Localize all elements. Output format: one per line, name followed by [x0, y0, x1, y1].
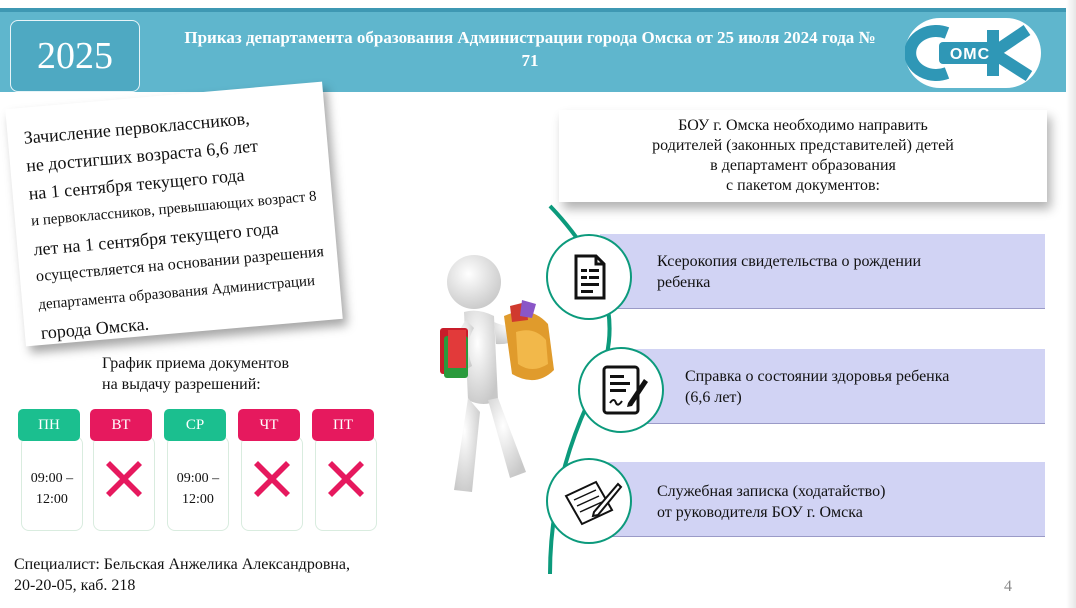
closed-cross-icon — [328, 461, 364, 497]
schedule-title: График приема документов на выдачу разре… — [102, 353, 342, 395]
instructions-line: родителей (законных представителей) дете… — [652, 137, 954, 154]
document-item-line: Служебная записка (ходатайство) — [657, 483, 886, 500]
reception-time: 09:00 – 12:00 — [30, 471, 74, 507]
header-banner: 2025 Приказ департамента образования Адм… — [0, 8, 1066, 92]
specialist-line: 20-20-05, каб. 218 — [14, 577, 136, 594]
day-card: 09:00 – 12:00 — [21, 436, 83, 531]
day-label: ЧТ — [238, 409, 300, 441]
pen-paper-icon-circle — [546, 458, 632, 544]
omsk-logo: OMC — [904, 18, 1041, 88]
signed-document-icon-circle — [578, 347, 664, 433]
page-title: Приказ департамента образования Админист… — [184, 28, 876, 70]
year-box: 2025 — [10, 20, 140, 92]
document-item-petition: Служебная записка (ходатайство) от руков… — [600, 462, 1045, 537]
specialist-line: Специалист: Бельская Анжелика Александро… — [14, 556, 351, 573]
day-label: ВТ — [90, 409, 152, 441]
day-card — [241, 436, 303, 531]
instructions-line: БОУ г. Омска необходимо направить — [678, 117, 928, 134]
instructions-line: в департамент образования — [710, 157, 896, 174]
document-item-text: Справка о состоянии здоровья ребенка (6,… — [685, 366, 949, 408]
student-figure-illustration — [440, 255, 554, 492]
year-label: 2025 — [37, 35, 113, 77]
day-tuesday: ВТ — [88, 409, 155, 532]
day-thursday: ЧТ — [236, 409, 303, 532]
document-item-line: Ксерокопия свидетельства о рождении — [657, 253, 922, 270]
document-item-line: (6,6 лет) — [685, 389, 742, 406]
slide-number: 4 — [1004, 578, 1012, 595]
document-icon-circle — [546, 234, 632, 320]
document-item-health-certificate: Справка о состоянии здоровья ребенка (6,… — [630, 349, 1045, 424]
day-label: ПТ — [312, 409, 374, 441]
day-card — [93, 436, 155, 531]
document-item-line: Справка о состоянии здоровья ребенка — [685, 368, 950, 385]
signed-document-icon — [602, 365, 648, 415]
day-card — [315, 436, 377, 531]
closed-cross-icon — [106, 461, 142, 497]
day-label: ПН — [18, 409, 80, 441]
page-edge-shadow — [1066, 0, 1076, 608]
document-item-text: Ксерокопия свидетельства о рождении ребе… — [657, 251, 921, 293]
document-item-line: ребенка — [657, 274, 711, 291]
instructions-line: с пакетом документов: — [726, 177, 880, 194]
document-item-birth-certificate: Ксерокопия свидетельства о рождении ребе… — [600, 234, 1045, 309]
pen-paper-icon — [564, 480, 623, 526]
day-monday: 09:00 – 12:00 ПН — [16, 409, 83, 532]
svg-text:OMC: OMC — [950, 46, 990, 63]
document-item-line: от руководителя БОУ г. Омска — [657, 504, 863, 521]
schedule-title-line: на выдачу разрешений: — [102, 376, 261, 393]
document-item-text: Служебная записка (ходатайство) от руков… — [657, 481, 885, 523]
instructions-note-text: БОУ г. Омска необходимо направить родите… — [559, 116, 1047, 196]
day-label: СР — [164, 409, 226, 441]
specialist-contact: Специалист: Бельская Анжелика Александро… — [14, 554, 404, 596]
day-wednesday: 09:00 – 12:00 СР — [162, 409, 229, 532]
reception-time: 09:00 – 12:00 — [176, 471, 220, 507]
instructions-note: БОУ г. Омска необходимо направить родите… — [559, 110, 1047, 202]
enrollment-note-text: Зачисление первоклассников, не достигших… — [23, 98, 341, 347]
closed-cross-icon — [254, 461, 290, 497]
schedule-title-line: График приема документов — [102, 355, 289, 372]
day-card: 09:00 – 12:00 — [167, 436, 229, 531]
document-icon — [574, 254, 606, 300]
enrollment-note: Зачисление первоклассников, не достигших… — [5, 81, 343, 347]
day-friday: ПТ — [310, 409, 377, 532]
omsk-logo-icon: OMC — [904, 21, 1037, 85]
